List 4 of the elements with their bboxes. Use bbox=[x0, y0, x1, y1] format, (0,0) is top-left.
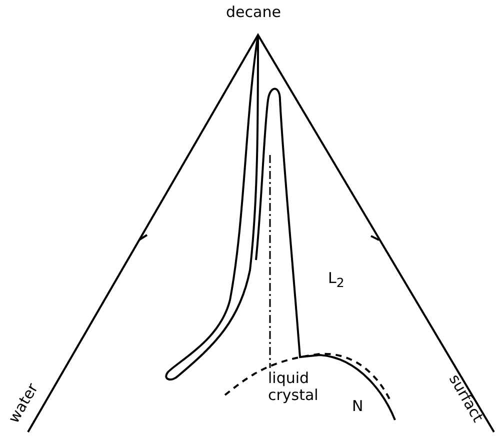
region-label: N bbox=[352, 398, 364, 414]
region-label: L$_{2}$ bbox=[328, 270, 344, 290]
vertex-label: decane bbox=[226, 4, 281, 20]
region-label: liquid crystal bbox=[268, 370, 320, 403]
